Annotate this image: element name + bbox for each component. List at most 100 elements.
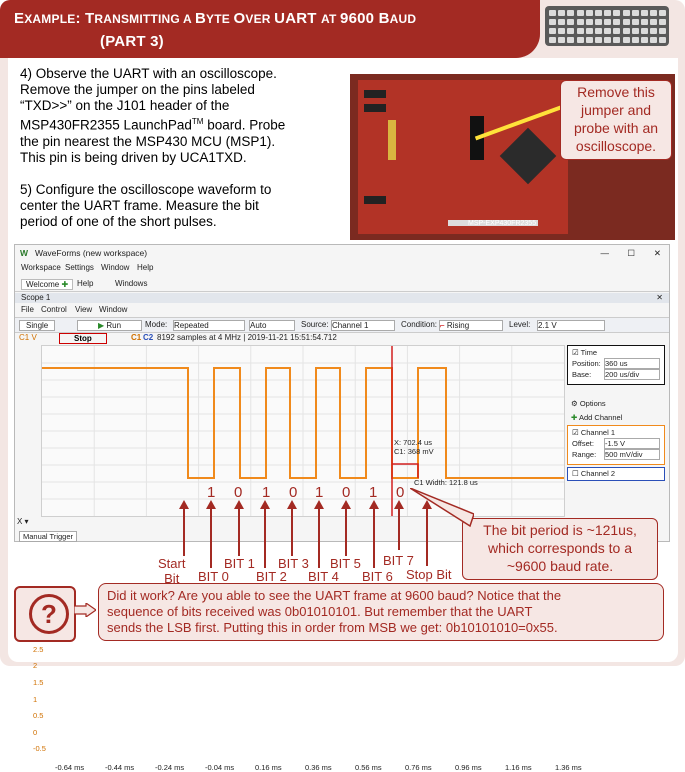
condition-select[interactable]: ⌐ Rising (439, 320, 503, 331)
channel-2-group[interactable]: ☐ Channel 2 (567, 467, 665, 481)
key (622, 19, 630, 25)
key (576, 10, 584, 16)
menu-help[interactable]: Help (137, 263, 154, 272)
bit-value: 1 (207, 484, 216, 501)
maximize-icon[interactable]: ☐ (627, 248, 635, 258)
scope-menu-window[interactable]: Window (99, 305, 128, 314)
window-titlebar[interactable]: W WaveForms (new workspace) — ☐ ✕ (15, 245, 669, 261)
c2-label[interactable]: C2 (143, 333, 154, 342)
base-select[interactable]: 200 us/div (604, 369, 660, 380)
key (641, 19, 648, 25)
main-menubar: Workspace Settings Window Help (15, 263, 669, 275)
single-button[interactable]: Single (19, 320, 56, 331)
bit-0-label: BIT 0 (198, 569, 229, 584)
arrow-up-icon (287, 500, 297, 556)
tab-windows[interactable]: Windows (115, 279, 148, 288)
waveforms-logo-icon: W (20, 248, 29, 258)
source-select[interactable]: Channel 1 (331, 320, 395, 331)
key (549, 19, 556, 25)
position-label: Position: (572, 359, 601, 368)
bit-value: 0 (396, 484, 405, 501)
scope-menu-file[interactable]: File (21, 305, 34, 314)
bit-value: 0 (234, 484, 243, 501)
scope-menu-control[interactable]: Control (41, 305, 67, 314)
plus-icon: ✚ (61, 280, 69, 289)
range-select[interactable]: 500 mV/div (604, 449, 660, 460)
pin-header (364, 90, 386, 98)
auto-select[interactable]: Auto (249, 320, 295, 331)
run-button[interactable]: ▶ Run (77, 320, 143, 331)
bit-value: 1 (262, 484, 271, 501)
x-tick-label: 0.16 ms (255, 763, 282, 772)
key (604, 28, 612, 34)
callout-line: probe with an (573, 120, 659, 136)
key (558, 19, 566, 25)
window-title: WaveForms (new workspace) (35, 248, 148, 258)
menu-window[interactable]: Window (101, 263, 130, 272)
bit-period-note: The bit period is ~121us, which correspo… (462, 518, 658, 580)
arrow-up-icon (206, 500, 216, 568)
arrow-right-icon (74, 603, 96, 617)
bit-3-label: BIT 3 (278, 556, 309, 571)
position-input[interactable]: 360 us (604, 358, 660, 369)
key (659, 19, 667, 25)
base-label: Base: (572, 370, 592, 379)
key (650, 10, 658, 16)
tab-welcome[interactable]: Welcome ✚ (21, 279, 74, 290)
pin-header (364, 104, 386, 112)
level-label: Level: (509, 320, 531, 329)
play-icon: ▶ (98, 321, 105, 330)
scope-menu-view[interactable]: View (75, 305, 93, 314)
add-channel-row[interactable]: ✚ Add Channel (571, 413, 623, 422)
callout-line: oscilloscope. (575, 138, 657, 154)
waveforms-window[interactable]: W WaveForms (new workspace) — ☐ ✕ Worksp… (14, 244, 670, 772)
key (595, 37, 602, 43)
key (631, 37, 639, 43)
time-header[interactable]: ☑ Time (572, 348, 598, 357)
x-tick-label: 0.56 ms (355, 763, 382, 772)
key (641, 37, 648, 43)
add-icon: ✚ (571, 413, 578, 422)
options-row[interactable]: ⚙ Options (571, 399, 606, 408)
c1-label[interactable]: C1 (131, 333, 142, 342)
menu-settings[interactable]: Settings (65, 263, 94, 272)
key (567, 10, 575, 16)
x-tick-label: 0.96 ms (455, 763, 482, 772)
offset-input[interactable]: -1.5 V (604, 438, 660, 449)
mode-label: Mode: (145, 320, 168, 329)
tab-help[interactable]: Help (77, 279, 94, 288)
close-icon[interactable]: ✕ (653, 248, 661, 258)
title-line-2: (PART 3) (100, 33, 164, 50)
channel-1-header[interactable]: ☑ Channel 1 (572, 428, 616, 437)
note-line: ~9600 baud rate. (506, 558, 614, 574)
callout-line: Remove this (577, 84, 655, 100)
manual-trigger-button[interactable]: Manual Trigger (19, 531, 78, 542)
key (567, 19, 575, 25)
step-5-line: 5) Configure the oscilloscope waveform t… (20, 182, 272, 197)
scope-close-icon[interactable]: ✕ (656, 293, 663, 302)
step-4-line: the pin nearest the MSP430 MCU (MSP1). (20, 133, 276, 149)
key (567, 37, 575, 43)
key (585, 10, 593, 16)
acquisition-status: 8192 samples at 4 MHz | 2019-11-21 15:51… (157, 333, 337, 342)
key (595, 10, 602, 16)
mode-select[interactable]: Repeated (173, 320, 245, 331)
level-input[interactable]: 2.1 V (537, 320, 605, 331)
width-marker (392, 463, 419, 478)
arrow-up-icon (234, 500, 244, 556)
menu-workspace[interactable]: Workspace (21, 263, 61, 272)
key (659, 37, 667, 43)
key (631, 10, 639, 16)
stop-button[interactable]: Stop (59, 333, 107, 344)
bit-value: 1 (315, 484, 324, 501)
x-tick-label: 1.16 ms (505, 763, 532, 772)
key (622, 28, 630, 34)
scope-plot[interactable]: X: 702.4 us C1: 368 mV C1 Width: 121.8 u… (41, 345, 565, 517)
key (558, 28, 566, 34)
arrow-up-icon (260, 500, 270, 568)
title-banner: EXAMPLE: TRANSMITTING A BYTE OVER UART A… (0, 0, 540, 58)
minimize-icon[interactable]: — (600, 248, 610, 258)
bit-5-label: BIT 5 (330, 556, 361, 571)
x-tick-label: -0.64 ms (55, 763, 85, 772)
